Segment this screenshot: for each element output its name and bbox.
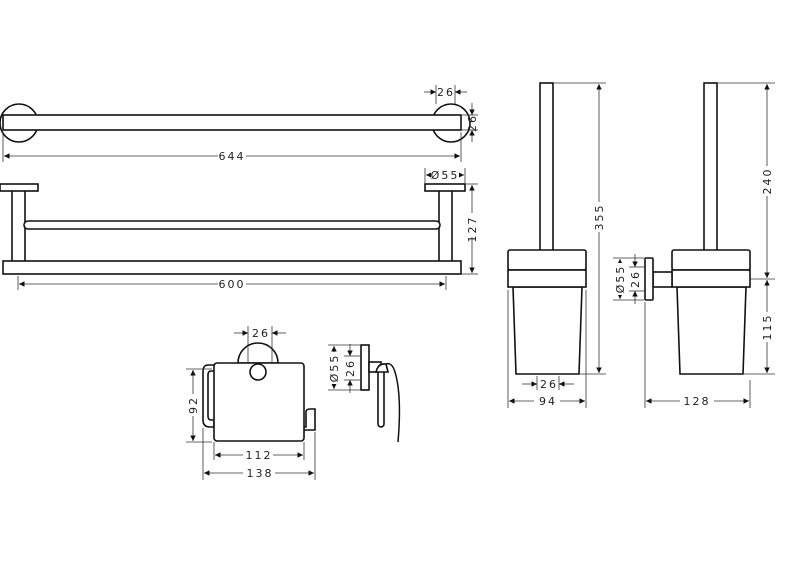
dim-brush-width: 94 bbox=[539, 395, 557, 408]
dim-holder-height: 115 bbox=[761, 314, 774, 341]
dim-towel-bar-length: 644 bbox=[219, 150, 246, 163]
dim-double-bar-length: 600 bbox=[219, 278, 246, 291]
dim-paper-holder-rosette: 26 bbox=[252, 327, 270, 340]
dim-paper-holder-height: 92 bbox=[187, 396, 200, 414]
dim-paper-holder-side-diameter: Ø55 bbox=[328, 354, 341, 383]
paper-holder-front: 26 92 112 138 bbox=[186, 326, 316, 480]
dim-brush-stem-width: 26 bbox=[540, 378, 558, 391]
dim-brush-length: 240 bbox=[761, 168, 774, 195]
dim-towel-bar-rosette-height: 26 bbox=[466, 114, 479, 132]
dim-double-bar-depth: 127 bbox=[466, 216, 479, 243]
dim-paper-holder-cover-width: 112 bbox=[246, 449, 273, 462]
dim-brush-side-diameter: Ø55 bbox=[614, 265, 627, 294]
dim-brush-height: 355 bbox=[593, 204, 606, 231]
dim-brush-depth: 128 bbox=[684, 395, 711, 408]
dim-paper-holder-side-rod: 26 bbox=[344, 359, 357, 377]
dim-towel-bar-rosette-width: 26 bbox=[437, 86, 455, 99]
brush-holder-side: 240 115 Ø55 26 128 bbox=[613, 82, 775, 408]
towel-bar-single: 644 26 26 bbox=[0, 85, 479, 163]
dim-double-bar-rosette-diameter: Ø55 bbox=[431, 169, 460, 182]
towel-bar-double: 600 Ø55 127 bbox=[0, 168, 479, 291]
dim-brush-side-rod: 26 bbox=[629, 270, 642, 288]
brush-holder-front: 355 26 94 bbox=[507, 82, 606, 408]
paper-holder-side: Ø55 26 bbox=[328, 344, 401, 443]
dim-paper-holder-total-width: 138 bbox=[247, 467, 274, 480]
